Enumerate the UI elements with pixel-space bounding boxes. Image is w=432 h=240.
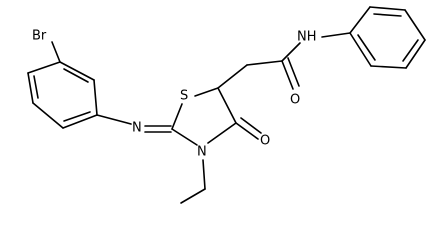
double-bond-inner <box>63 68 89 83</box>
double-bond-inner <box>33 75 39 99</box>
double-bond-inner <box>402 39 419 62</box>
bromophenyl-ring <box>27 61 98 129</box>
bond-carbonyl-n <box>281 42 301 62</box>
ketone-double-bond <box>235 122 259 140</box>
bond-n3-c2 <box>171 128 198 146</box>
sulfur-atom-label: S <box>180 89 188 104</box>
ketone-oxygen-label: O <box>260 134 270 149</box>
bond <box>62 114 98 129</box>
imine-nitrogen-label: N <box>132 121 142 136</box>
bond-c5-ch2 <box>217 64 248 89</box>
ring-nitrogen-label: N <box>197 145 207 160</box>
amide-nh-label: NH <box>297 30 317 45</box>
bond <box>404 9 426 41</box>
bond-s-c5 <box>194 87 219 97</box>
amide-oxygen-label: O <box>290 93 300 108</box>
bond-ch2-carbonyl <box>246 60 283 66</box>
double-bond-inner <box>373 13 402 17</box>
molecule-canvas: Br N S N O NH O <box>27 6 426 204</box>
phenyl-ring <box>349 6 426 69</box>
amide-double-bond <box>281 60 294 90</box>
bond-n-phenyl <box>321 32 351 38</box>
double-bond-inner <box>357 34 376 61</box>
bond-c2-s <box>171 103 183 130</box>
bond-ch2-ch3 <box>180 188 206 204</box>
molecule-structure: Br N S N O NH O <box>27 6 426 204</box>
bond-aryl-n <box>96 114 132 125</box>
bond <box>32 102 64 129</box>
bond-c-br <box>51 41 61 63</box>
bond <box>349 6 371 34</box>
bond <box>93 79 98 116</box>
bond <box>405 39 426 69</box>
ketone-double-bond <box>240 117 262 134</box>
bond <box>370 65 407 69</box>
thiazolidinone-ring <box>171 87 237 146</box>
bond-n-ch2 <box>202 159 206 190</box>
bond <box>27 61 61 74</box>
bond <box>27 72 34 104</box>
bond-c5-c4 <box>217 87 237 124</box>
bromine-atom-label: Br <box>32 29 47 44</box>
bond <box>59 61 95 81</box>
amide-double-bond <box>287 57 300 87</box>
bond <box>369 6 406 11</box>
double-bond-inner <box>63 111 91 122</box>
bond-c4-n3 <box>207 122 237 144</box>
bond <box>349 32 372 67</box>
